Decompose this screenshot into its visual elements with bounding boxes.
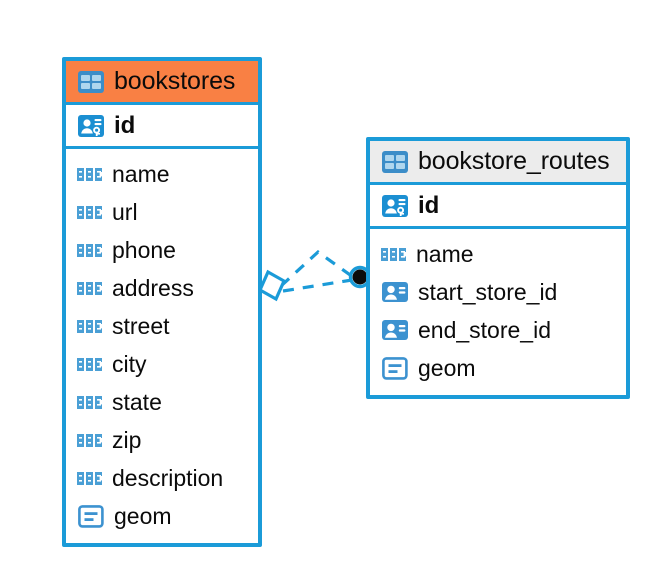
field-label: name bbox=[112, 160, 170, 187]
open-diamond-marker bbox=[257, 269, 287, 302]
text-type-icon bbox=[77, 281, 102, 295]
geometry-type-icon bbox=[78, 505, 104, 528]
relationship-line-upper[interactable] bbox=[279, 249, 354, 288]
table-icon bbox=[382, 150, 408, 173]
text-type-icon bbox=[77, 471, 102, 485]
text-type-icon bbox=[77, 205, 102, 219]
entity-title: bookstores bbox=[114, 67, 236, 95]
field-row[interactable]: end_store_id bbox=[370, 311, 626, 349]
field-label: street bbox=[112, 312, 170, 339]
field-row[interactable]: geom bbox=[370, 349, 626, 387]
field-row[interactable]: street bbox=[66, 307, 258, 345]
field-label: zip bbox=[112, 426, 142, 453]
text-type-icon bbox=[77, 395, 102, 409]
text-type-icon bbox=[77, 433, 102, 447]
primary-key-icon bbox=[78, 114, 104, 137]
field-row[interactable]: url bbox=[66, 193, 258, 231]
field-label: phone bbox=[112, 236, 176, 263]
entity-bookstores[interactable]: bookstores id bbox=[62, 57, 262, 547]
field-label: city bbox=[112, 350, 147, 377]
primary-key-label: id bbox=[114, 111, 136, 139]
field-row[interactable]: phone bbox=[66, 231, 258, 269]
field-row[interactable]: name bbox=[66, 155, 258, 193]
primary-key-icon bbox=[382, 194, 408, 217]
entity-header-bookstore-routes[interactable]: bookstore_routes bbox=[370, 141, 626, 185]
text-type-icon bbox=[381, 247, 406, 261]
primary-key-row-bookstores[interactable]: id bbox=[66, 105, 258, 149]
field-label: name bbox=[416, 240, 474, 267]
relationship-line-lower[interactable] bbox=[282, 278, 353, 293]
field-label: end_store_id bbox=[418, 316, 551, 343]
foreign-key-icon bbox=[382, 320, 408, 340]
entity-title: bookstore_routes bbox=[418, 147, 610, 175]
table-icon bbox=[78, 70, 104, 93]
field-row[interactable]: zip bbox=[66, 421, 258, 459]
field-row[interactable]: city bbox=[66, 345, 258, 383]
geometry-type-icon bbox=[382, 357, 408, 380]
field-list-bookstore-routes: name start_store_id bbox=[370, 229, 626, 393]
field-row[interactable]: geom bbox=[66, 497, 258, 535]
primary-key-label: id bbox=[418, 191, 440, 219]
field-label: address bbox=[112, 274, 194, 301]
text-type-icon bbox=[77, 167, 102, 181]
text-type-icon bbox=[77, 357, 102, 371]
field-label: state bbox=[112, 388, 162, 415]
field-row[interactable]: address bbox=[66, 269, 258, 307]
field-row[interactable]: name bbox=[370, 235, 626, 273]
primary-key-row-bookstore-routes[interactable]: id bbox=[370, 185, 626, 229]
text-type-icon bbox=[77, 319, 102, 333]
field-label: description bbox=[112, 464, 224, 491]
text-type-icon bbox=[77, 243, 102, 257]
field-row[interactable]: description bbox=[66, 459, 258, 497]
entity-header-bookstores[interactable]: bookstores bbox=[66, 61, 258, 105]
field-row[interactable]: state bbox=[66, 383, 258, 421]
entity-bookstore-routes[interactable]: bookstore_routes id bbox=[366, 137, 630, 399]
field-list-bookstores: name url bbox=[66, 149, 258, 541]
field-label: start_store_id bbox=[418, 278, 558, 305]
field-label: geom bbox=[418, 354, 476, 381]
field-label: geom bbox=[114, 502, 172, 529]
field-row[interactable]: start_store_id bbox=[370, 273, 626, 311]
foreign-key-icon bbox=[382, 282, 408, 302]
field-label: url bbox=[112, 198, 138, 225]
